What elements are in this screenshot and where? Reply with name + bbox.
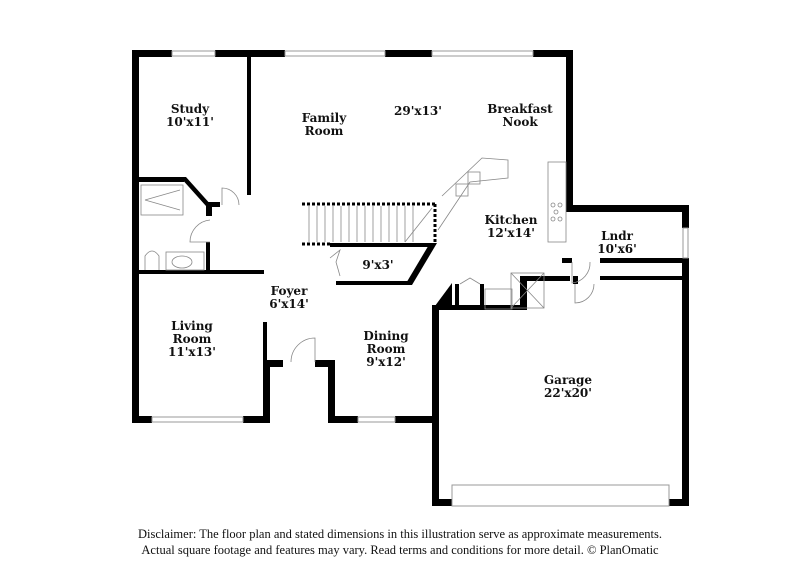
room-dims: 9'x3' bbox=[362, 258, 394, 272]
room-name: Dining Room bbox=[363, 329, 409, 356]
room-label-breakfast-nook: Breakfast Nook bbox=[487, 103, 552, 129]
room-label-great-room-dims: 29'x13' bbox=[394, 105, 442, 118]
room-name: Garage bbox=[543, 373, 593, 387]
disclaimer: Disclaimer: The floor plan and stated di… bbox=[0, 526, 800, 558]
room-name: Breakfast Nook bbox=[487, 102, 553, 129]
room-label-closet: 9'x3' bbox=[362, 259, 393, 272]
doors bbox=[189, 187, 595, 363]
room-name: Study bbox=[170, 102, 210, 116]
room-label-foyer: Foyer 6'x14' bbox=[269, 285, 309, 311]
disclaimer-line-2: Actual square footage and features may v… bbox=[141, 543, 659, 557]
room-name: Kitchen bbox=[484, 213, 538, 227]
disclaimer-line-1: Disclaimer: The floor plan and stated di… bbox=[138, 527, 662, 541]
room-label-garage: Garage 22'x20' bbox=[544, 374, 592, 400]
room-dims: 29'x13' bbox=[394, 104, 442, 118]
room-dims: 10'x11' bbox=[166, 115, 214, 129]
stairs bbox=[302, 202, 437, 246]
interior-walls bbox=[139, 57, 682, 362]
room-label-laundry: Lndr 10'x6' bbox=[597, 230, 637, 256]
room-dims: 11'x13' bbox=[168, 345, 216, 359]
fixtures bbox=[140, 157, 567, 310]
room-dims: 6'x14' bbox=[269, 297, 309, 311]
room-label-study: Study 10'x11' bbox=[166, 103, 214, 129]
room-name-text: Family Room bbox=[301, 111, 347, 138]
room-dims: 9'x12' bbox=[366, 355, 406, 369]
room-label-living-room: Living Room 11'x13' bbox=[168, 320, 216, 359]
windows bbox=[151, 50, 689, 507]
room-dims: 22'x20' bbox=[544, 386, 592, 400]
exterior-walls bbox=[132, 50, 689, 506]
room-label-family-room: Family Room bbox=[302, 112, 346, 138]
room-dims: 12'x14' bbox=[487, 226, 535, 240]
room-label-dining-room: Dining Room 9'x12' bbox=[363, 330, 408, 369]
room-name: Lndr bbox=[601, 229, 633, 243]
room-name: Foyer bbox=[270, 284, 308, 298]
room-name: Family Room bbox=[302, 112, 346, 138]
room-name: Living Room bbox=[171, 319, 213, 346]
room-dims: 10'x6' bbox=[597, 242, 637, 256]
room-label-kitchen: Kitchen 12'x14' bbox=[485, 214, 538, 240]
